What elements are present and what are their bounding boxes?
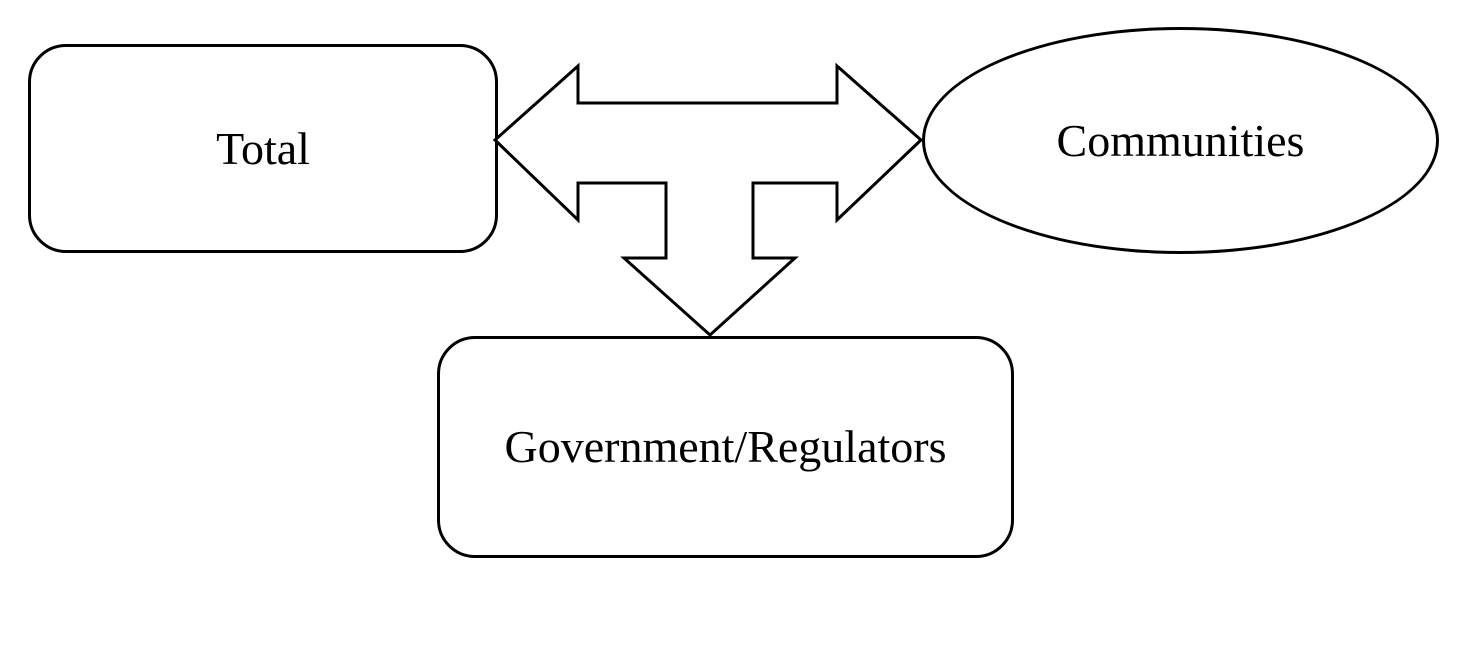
node-government-label: Government/Regulators	[504, 421, 947, 472]
node-total: Total	[28, 44, 498, 253]
node-communities: Communities	[922, 27, 1439, 254]
node-communities-label: Communities	[1056, 114, 1305, 166]
node-total-label: Total	[216, 122, 310, 174]
node-government: Government/Regulators	[437, 336, 1014, 558]
three-way-arrow-shape	[492, 62, 924, 338]
